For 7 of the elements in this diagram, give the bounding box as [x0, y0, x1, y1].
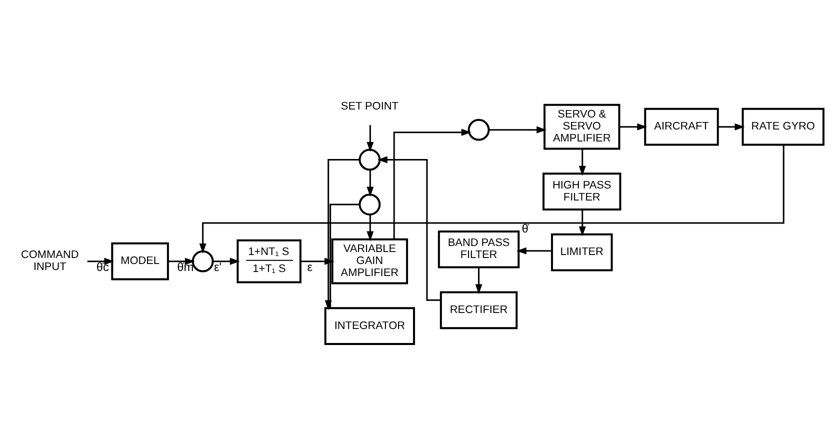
node-text: COMMAND INPUT — [21, 248, 79, 273]
edge-label: θ̇ — [522, 221, 528, 236]
edge-label: ε — [307, 259, 313, 274]
node-text: SET POINT — [340, 100, 398, 112]
edge-label: θ̇m — [177, 259, 194, 274]
edge-label: ε' — [214, 259, 222, 274]
edge-label: θ̇c — [96, 259, 109, 274]
